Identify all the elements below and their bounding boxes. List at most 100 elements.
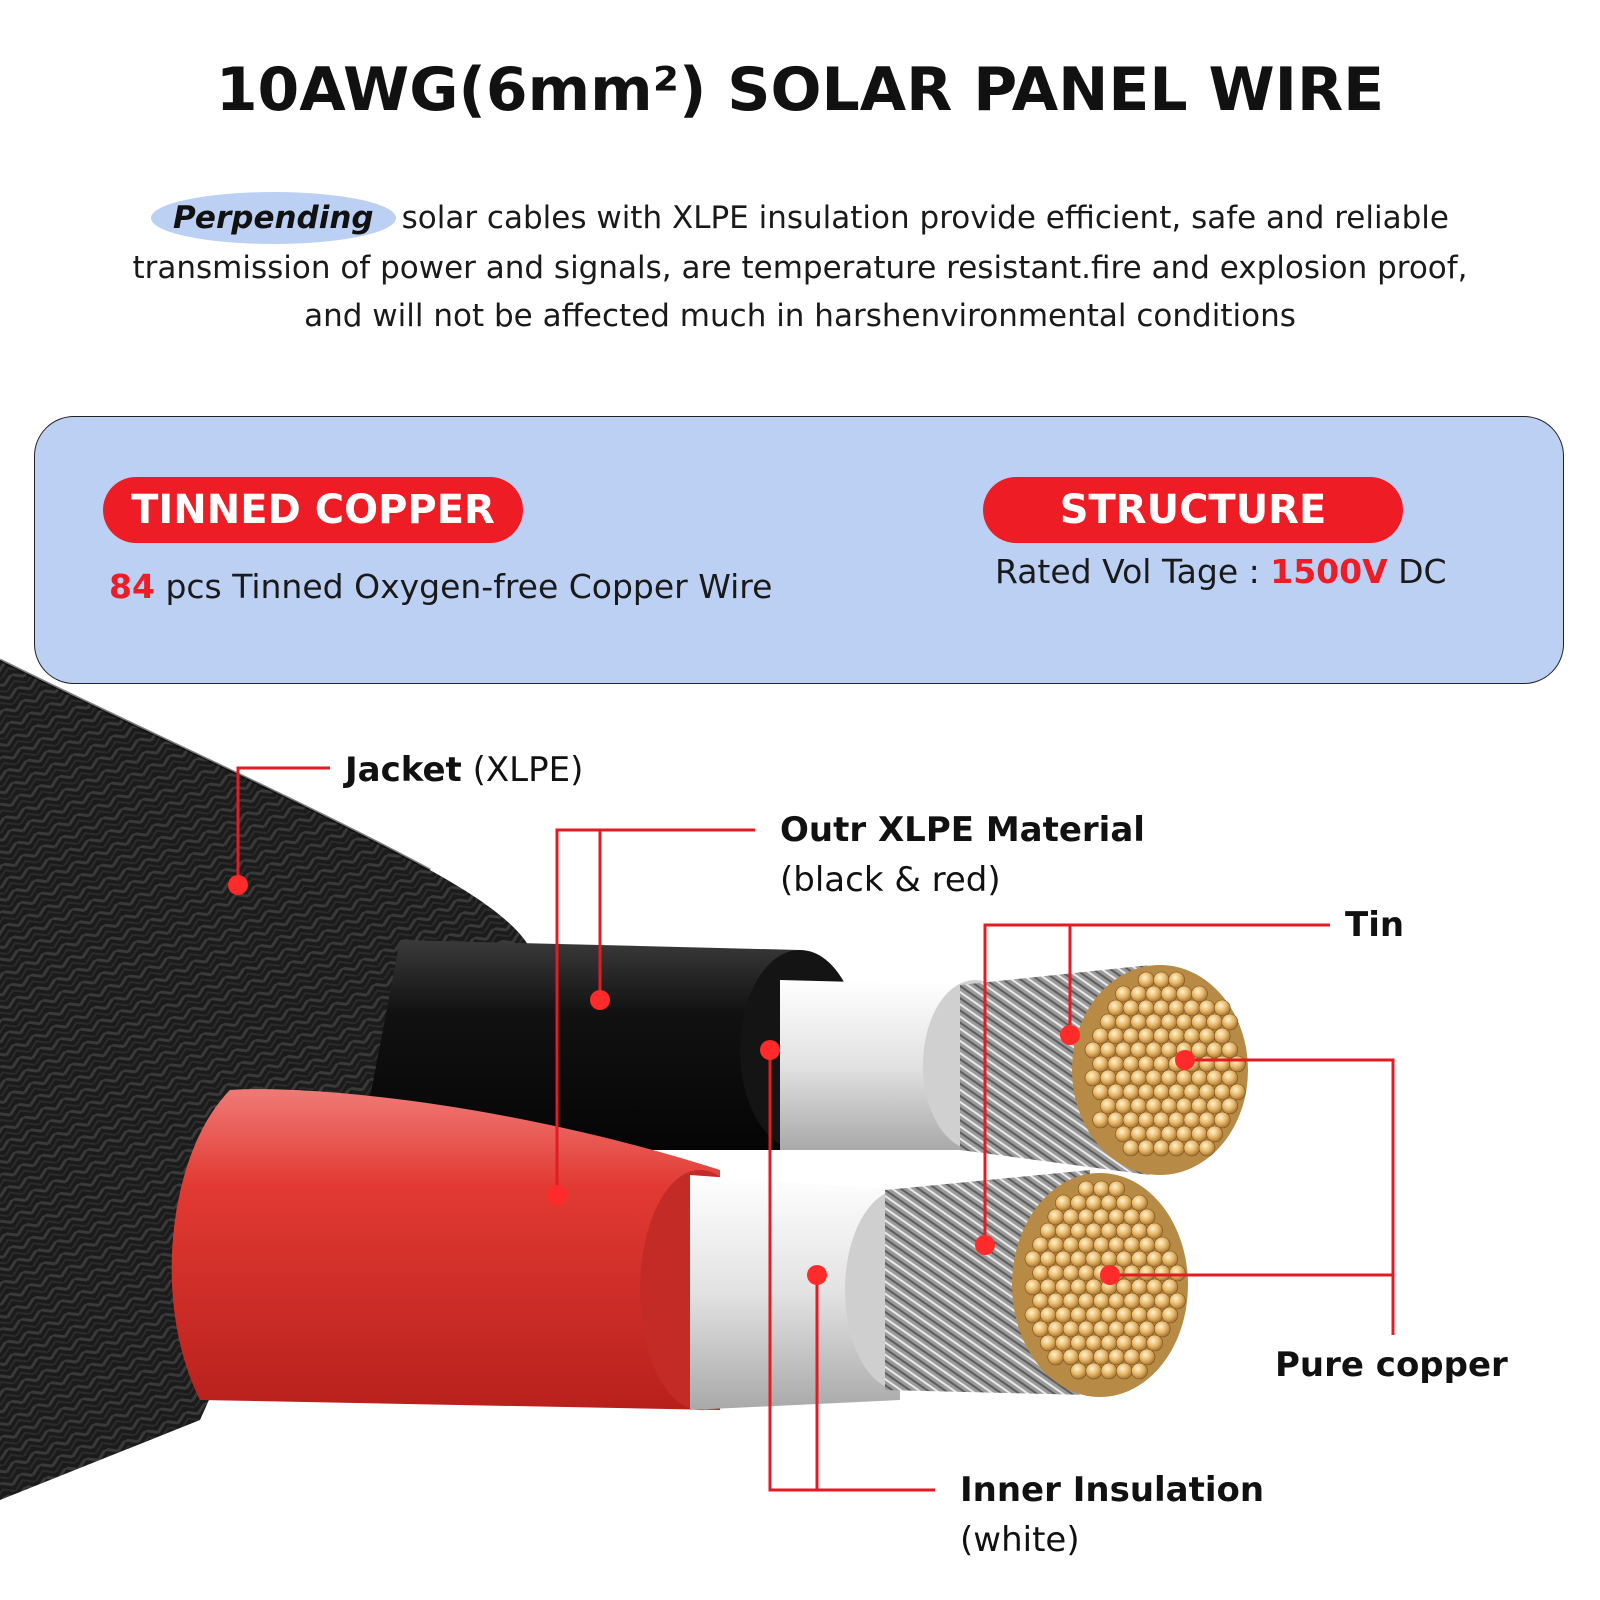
copper-strand: [1077, 1264, 1095, 1282]
copper-strand: [1168, 971, 1185, 989]
copper-strand: [1122, 1027, 1140, 1045]
jacket-label: Jacket (XLPE): [345, 745, 583, 795]
copper-strand: [1131, 1334, 1148, 1352]
copper-strand: [1123, 1320, 1141, 1338]
tin-label-name: Tin: [1345, 905, 1405, 945]
copper-strand: [1085, 1250, 1103, 1268]
copper-strand: [1099, 1069, 1117, 1087]
copper-strand: [1115, 1041, 1132, 1059]
copper-strand: [1055, 1250, 1072, 1268]
copper-strand: [1085, 1334, 1103, 1352]
copper-strand: [1085, 1194, 1103, 1212]
copper-strand: [1153, 1055, 1170, 1073]
copper-strand: [1137, 1027, 1155, 1045]
copper-strand: [1032, 1320, 1049, 1338]
copper-strand: [1077, 1320, 1095, 1338]
copper-strand: [1108, 1320, 1125, 1338]
copper-strand: [1160, 1041, 1178, 1059]
copper-strand: [1175, 1097, 1193, 1115]
copper-strand: [1131, 1362, 1148, 1380]
copper-strand: [1160, 1069, 1178, 1087]
copper-strand: [1206, 1013, 1223, 1031]
copper-strand: [1055, 1334, 1072, 1352]
dot-inner-top: [760, 1040, 780, 1060]
copper-strand: [1138, 1208, 1156, 1226]
strand-description: pcs Tinned Oxygen-free Copper Wire: [165, 567, 773, 606]
page-title: 10AWG(6mm²) SOLAR PANEL WIRE: [215, 55, 1385, 125]
copper-strand: [1130, 1013, 1147, 1031]
copper-strand: [1198, 1111, 1216, 1129]
copper-strand: [1130, 1097, 1147, 1115]
copper-strand: [1161, 1250, 1179, 1268]
rated-voltage-spec: Rated Vol Tage : 1500V DC: [995, 552, 1447, 591]
copper-strand: [1100, 1222, 1118, 1240]
copper-strand: [1092, 1027, 1109, 1045]
copper-strand: [1077, 1236, 1095, 1254]
copper-strand: [1093, 1320, 1110, 1338]
copper-strand: [1100, 1362, 1118, 1380]
copper-strand: [1039, 1222, 1057, 1240]
copper-strand: [1221, 1069, 1239, 1087]
copper-strand: [1175, 1013, 1193, 1031]
copper-strand: [1130, 1125, 1147, 1143]
copper-strand: [1108, 1236, 1125, 1254]
copper-strand: [1145, 1041, 1163, 1059]
copper-strand: [1093, 1236, 1110, 1254]
copper-strand: [1108, 1180, 1125, 1198]
dot-tin-bottom: [975, 1235, 995, 1255]
copper-strand: [1047, 1292, 1065, 1310]
rated-voltage-unit: DC: [1398, 552, 1447, 591]
tinned-copper-badge: TINNED COPPER: [103, 477, 523, 543]
copper-strand: [1092, 1111, 1109, 1129]
dot-outer-red: [547, 1185, 567, 1205]
copper-strand: [1137, 971, 1155, 989]
dot-inner-bottom: [807, 1265, 827, 1285]
copper-strand: [1108, 1348, 1125, 1366]
copper-strand: [1123, 1264, 1141, 1282]
copper-strand: [1085, 1222, 1103, 1240]
copper-strand: [1131, 1250, 1148, 1268]
copper-strand: [1099, 1041, 1117, 1059]
copper-strand: [1107, 999, 1125, 1017]
copper-strand: [1146, 1222, 1163, 1240]
copper-strand: [1084, 1069, 1102, 1087]
copper-strand: [1070, 1362, 1087, 1380]
copper-strand: [1138, 1236, 1156, 1254]
copper-strand: [1123, 1348, 1141, 1366]
copper-strand: [1122, 1083, 1140, 1101]
copper-strand: [1115, 1278, 1133, 1296]
copper-strand: [1107, 1055, 1125, 1073]
brand-name: Perpending: [151, 192, 396, 244]
copper-strand: [1130, 985, 1147, 1003]
rated-voltage-label: Rated Vol Tage :: [995, 552, 1260, 591]
copper-strand: [1221, 1097, 1239, 1115]
copper-strand: [1084, 1041, 1102, 1059]
copper-strand: [1093, 1180, 1110, 1198]
copper-strand: [1024, 1278, 1042, 1296]
copper-strand: [1115, 1222, 1133, 1240]
copper-strand: [1108, 1208, 1125, 1226]
copper-strand: [1123, 1208, 1141, 1226]
copper-strand: [1175, 985, 1193, 1003]
copper-strand: [1093, 1208, 1110, 1226]
copper-strand: [1213, 1111, 1231, 1129]
copper-strand: [1146, 1334, 1163, 1352]
rated-voltage-value: 1500V: [1270, 552, 1388, 591]
copper-strand: [1153, 971, 1170, 989]
copper-strand: [1137, 999, 1155, 1017]
copper-strand: [1169, 1292, 1186, 1310]
copper-strand: [1047, 1320, 1065, 1338]
copper-strand: [1115, 1194, 1133, 1212]
copper-strand: [1047, 1208, 1065, 1226]
dot-outer-black: [590, 990, 610, 1010]
copper-strand: [1145, 1069, 1163, 1087]
copper-strand: [1153, 1111, 1170, 1129]
copper-strand: [1137, 1083, 1155, 1101]
copper-strand: [1077, 1208, 1095, 1226]
outer-label-name: Outr XLPE Material: [780, 810, 1145, 850]
jacket-shape: [0, 660, 536, 1500]
copper-strand: [1206, 1069, 1223, 1087]
jacket-label-name: Jacket: [345, 750, 462, 790]
